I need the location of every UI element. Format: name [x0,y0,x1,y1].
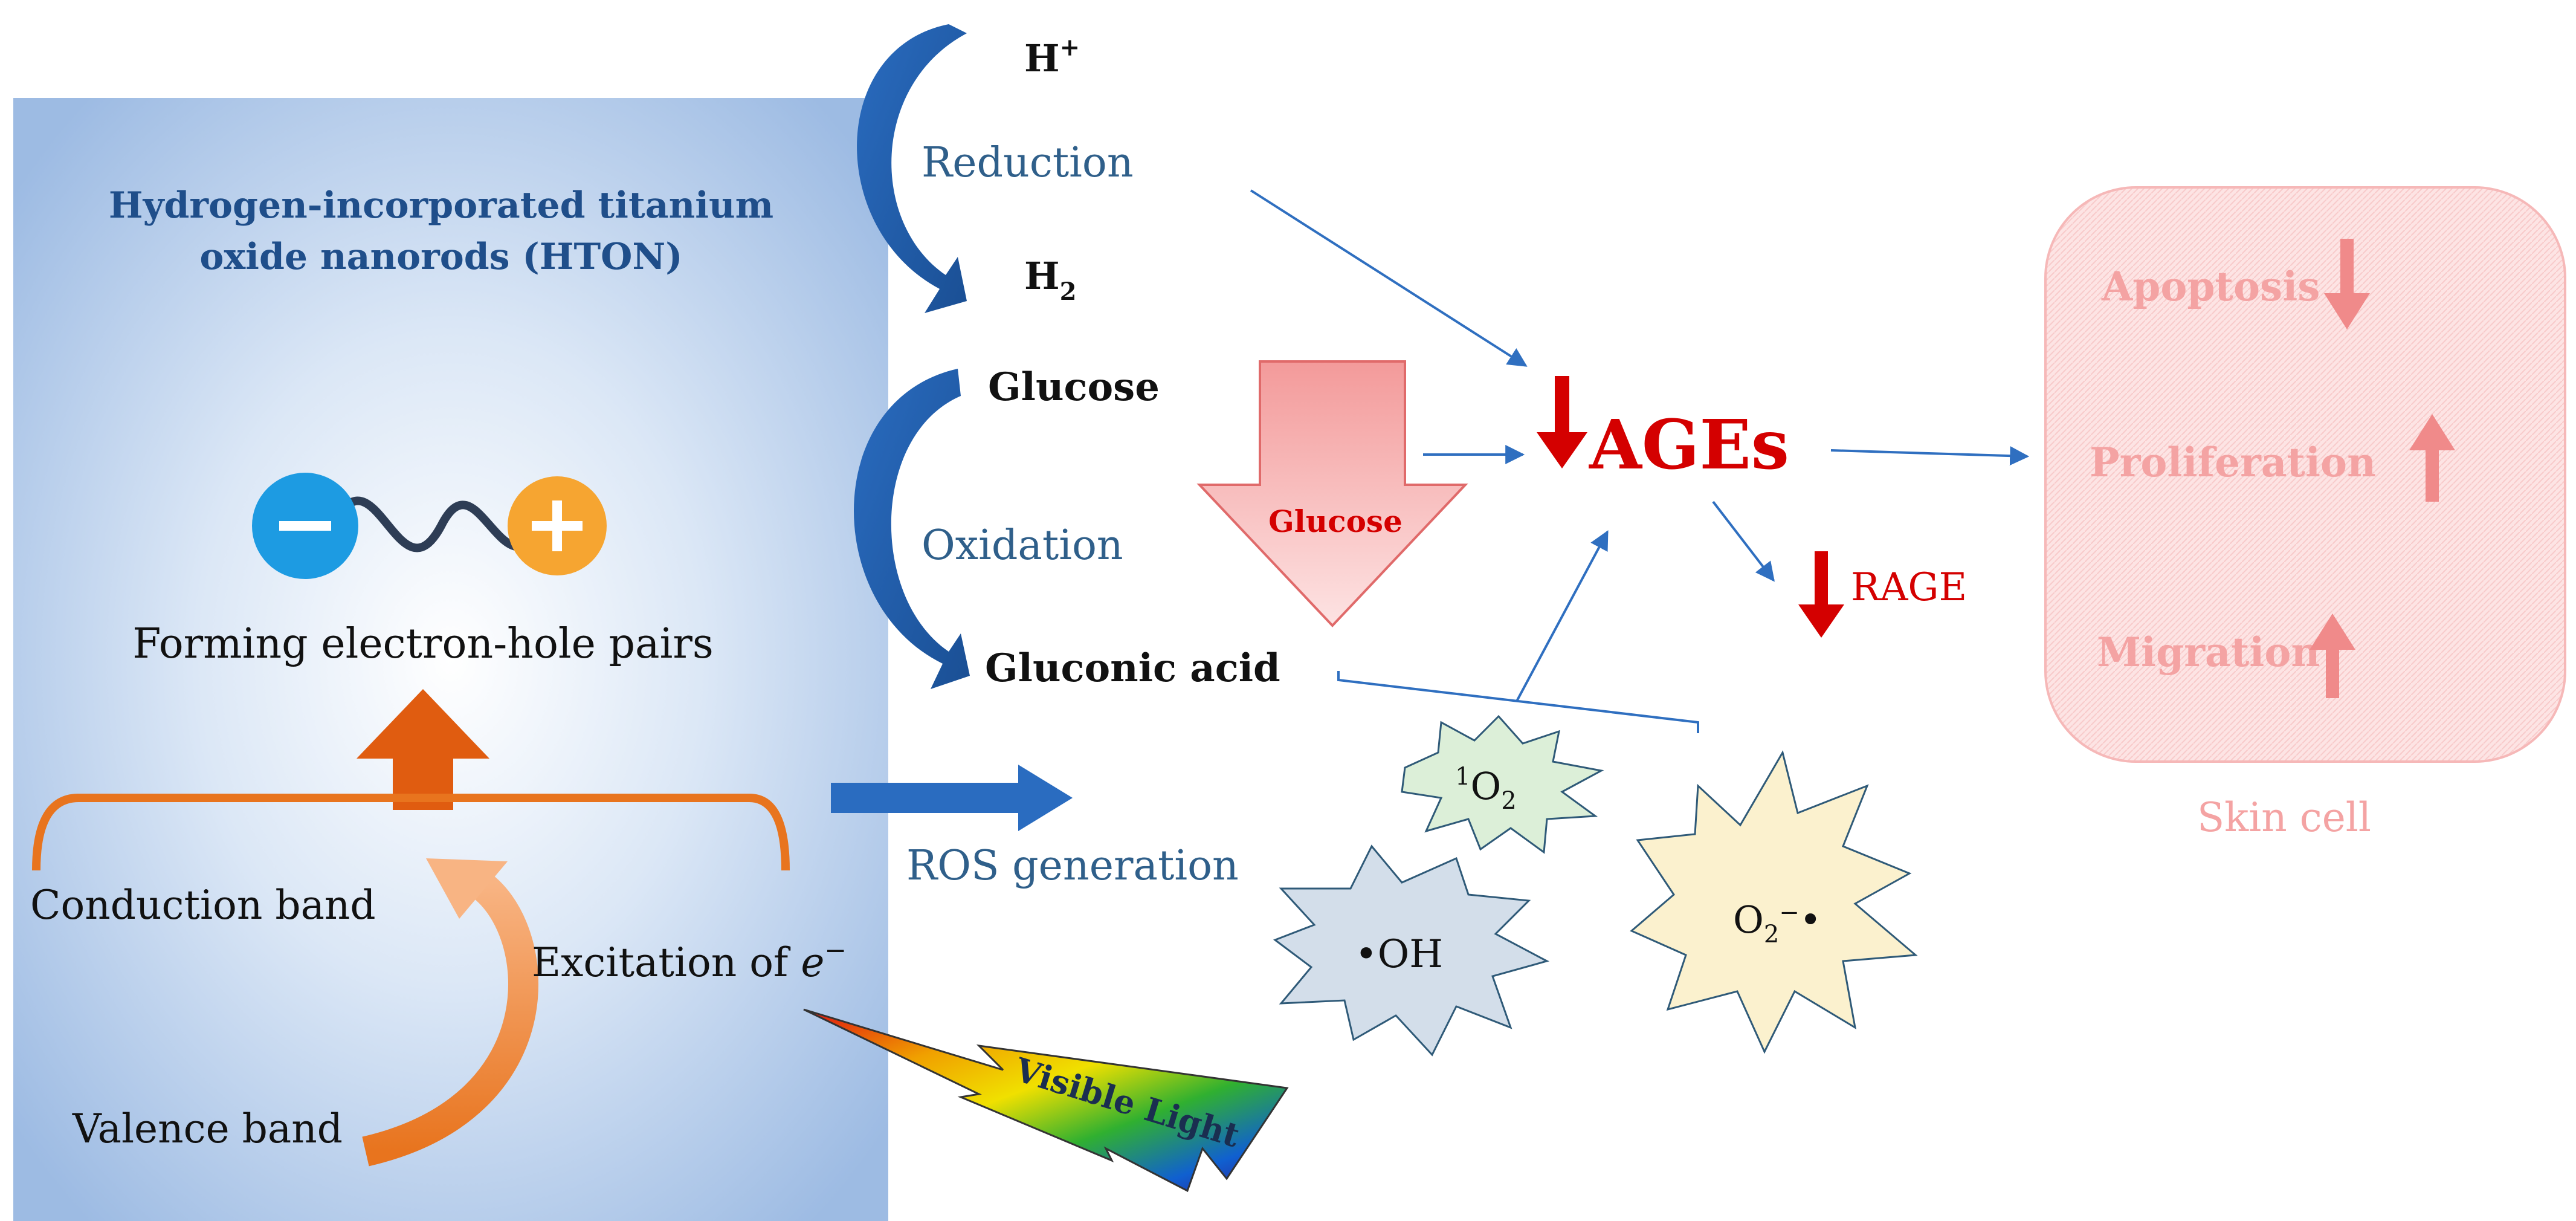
oxidation-curve-arrow [853,369,970,689]
skin-item-proliferation: Proliferation [2090,439,2376,486]
glucose-decrease-arrow [1196,360,1468,627]
ages-to-rage-arrow [1712,500,1775,582]
ros-label: ROS generation [906,842,1239,890]
gluconic-acid-label: Gluconic acid [985,646,1280,691]
h-plus-label: H+ [1024,33,1080,80]
superoxide-label: O2−• [1733,898,1821,948]
visible-light-bolt [803,1008,1289,1193]
oxidation-label: Oxidation [922,522,1123,569]
panel-title-line1: Hydrogen-incorporated titanium [109,184,773,227]
apoptosis-down-arrow-icon [2324,239,2370,329]
ages-to-skin-arrow [1830,446,2030,466]
reduction-label: Reduction [922,139,1134,187]
pairs-label: Forming electron-hole pairs [132,620,714,668]
glucose-arrow-label: Glucose [1268,504,1403,539]
conduction-band-label: Conduction band [30,882,376,928]
excitation-curve-arrow [362,869,538,1167]
excitation-arrowhead-icon [426,858,508,919]
reduction-to-ages-arrow [1250,189,1528,367]
proliferation-up-arrow-icon [2409,414,2455,502]
reduction-curve-arrow [857,24,967,313]
bracket-to-ages-arrow [1516,530,1609,702]
migration-up-arrow-icon [2310,614,2355,698]
hton-panel [13,98,888,1221]
singlet-oxygen-burst [1401,714,1604,854]
skin-item-apoptosis: Apoptosis [2101,263,2320,310]
rage-label: RAGE [1851,565,1967,610]
ros-arrow [831,765,1073,831]
electron-hole-pair-icon [252,473,607,579]
skin-item-migration: Migration [2097,629,2320,676]
ros-bracket [1337,671,1699,733]
singlet-oxygen-label: 1O2 [1455,763,1517,815]
hydroxyl-burst [1273,844,1550,1057]
ages-label: AGEs [1589,406,1789,485]
h2-label: H2 [1024,254,1076,306]
panel-title-line2: oxide nanorods (HTON) [199,236,682,278]
hydroxyl-label: •OH [1355,932,1443,977]
skin-cell-box [2044,186,2566,763]
up-arrow-icon [357,689,489,810]
skin-cell-caption: Skin cell [2197,794,2371,841]
rage-down-arrow-icon [1798,551,1844,638]
ages-down-arrow-icon [1537,376,1587,468]
superoxide-burst [1630,750,1918,1054]
valence-band-label: Valence band [72,1106,343,1152]
band-brace [32,794,790,871]
glucose-label: Glucose [988,364,1160,410]
excitation-label: Excitation of e− [532,935,847,986]
